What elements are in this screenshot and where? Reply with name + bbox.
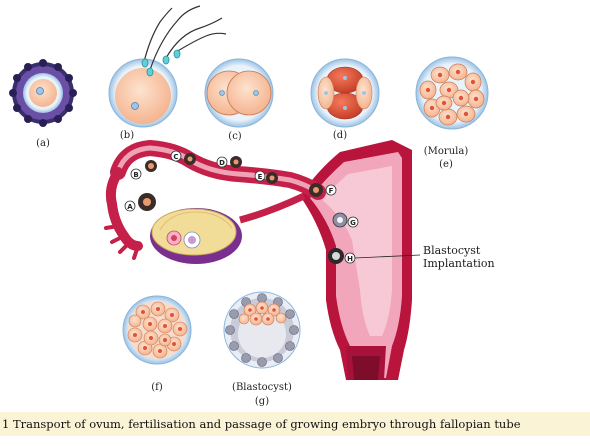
marker-B-text: B (133, 171, 138, 179)
callout-line-1: Blastocyst (423, 244, 481, 257)
marker-C-text: C (173, 153, 178, 161)
cell-stage-f (122, 295, 192, 365)
marker-D: D (216, 156, 242, 168)
label-a: (a) (36, 138, 50, 149)
marker-A: A (124, 193, 156, 212)
label-f: (f) (151, 382, 163, 393)
uterus (300, 140, 412, 380)
label-d: (d) (332, 130, 348, 141)
morula-cell-e (415, 56, 489, 130)
blastocyst-g (223, 291, 301, 369)
marker-G: G (332, 212, 359, 228)
ovary (150, 192, 306, 264)
callout-line-2: Implantation (423, 257, 495, 270)
label-g: (g) (254, 396, 270, 407)
marker-C: C (170, 150, 196, 165)
marker-F-text: F (329, 187, 334, 195)
callout-blastocyst-implantation: Blastocyst Implantation (423, 244, 495, 270)
marker-D-text: D (219, 159, 225, 167)
marker-H: H (328, 248, 356, 264)
label-c: (c) (228, 131, 242, 142)
ovum-cell-a (9, 59, 77, 127)
figure-caption: 1 Transport of ovum, fertilisation and p… (0, 412, 590, 436)
marker-B: B (130, 160, 157, 180)
fertilisation-cell-b (108, 5, 227, 128)
label-b: (b) (119, 130, 135, 141)
fallopian-tube (104, 139, 326, 260)
label-e: (e) (439, 159, 453, 170)
marker-G-text: G (350, 219, 356, 227)
four-cell-stage-d (310, 58, 380, 128)
two-cell-stage-c (204, 58, 274, 128)
label-blastocyst: (Blastocyst) (232, 382, 292, 393)
marker-F: F (309, 183, 337, 197)
marker-E-text: E (258, 173, 263, 181)
marker-H-text: H (347, 255, 353, 263)
marker-E: E (254, 170, 278, 184)
marker-A-text: A (127, 203, 133, 211)
label-morula: (Morula) (423, 146, 469, 157)
callout-leader-line (354, 254, 421, 259)
